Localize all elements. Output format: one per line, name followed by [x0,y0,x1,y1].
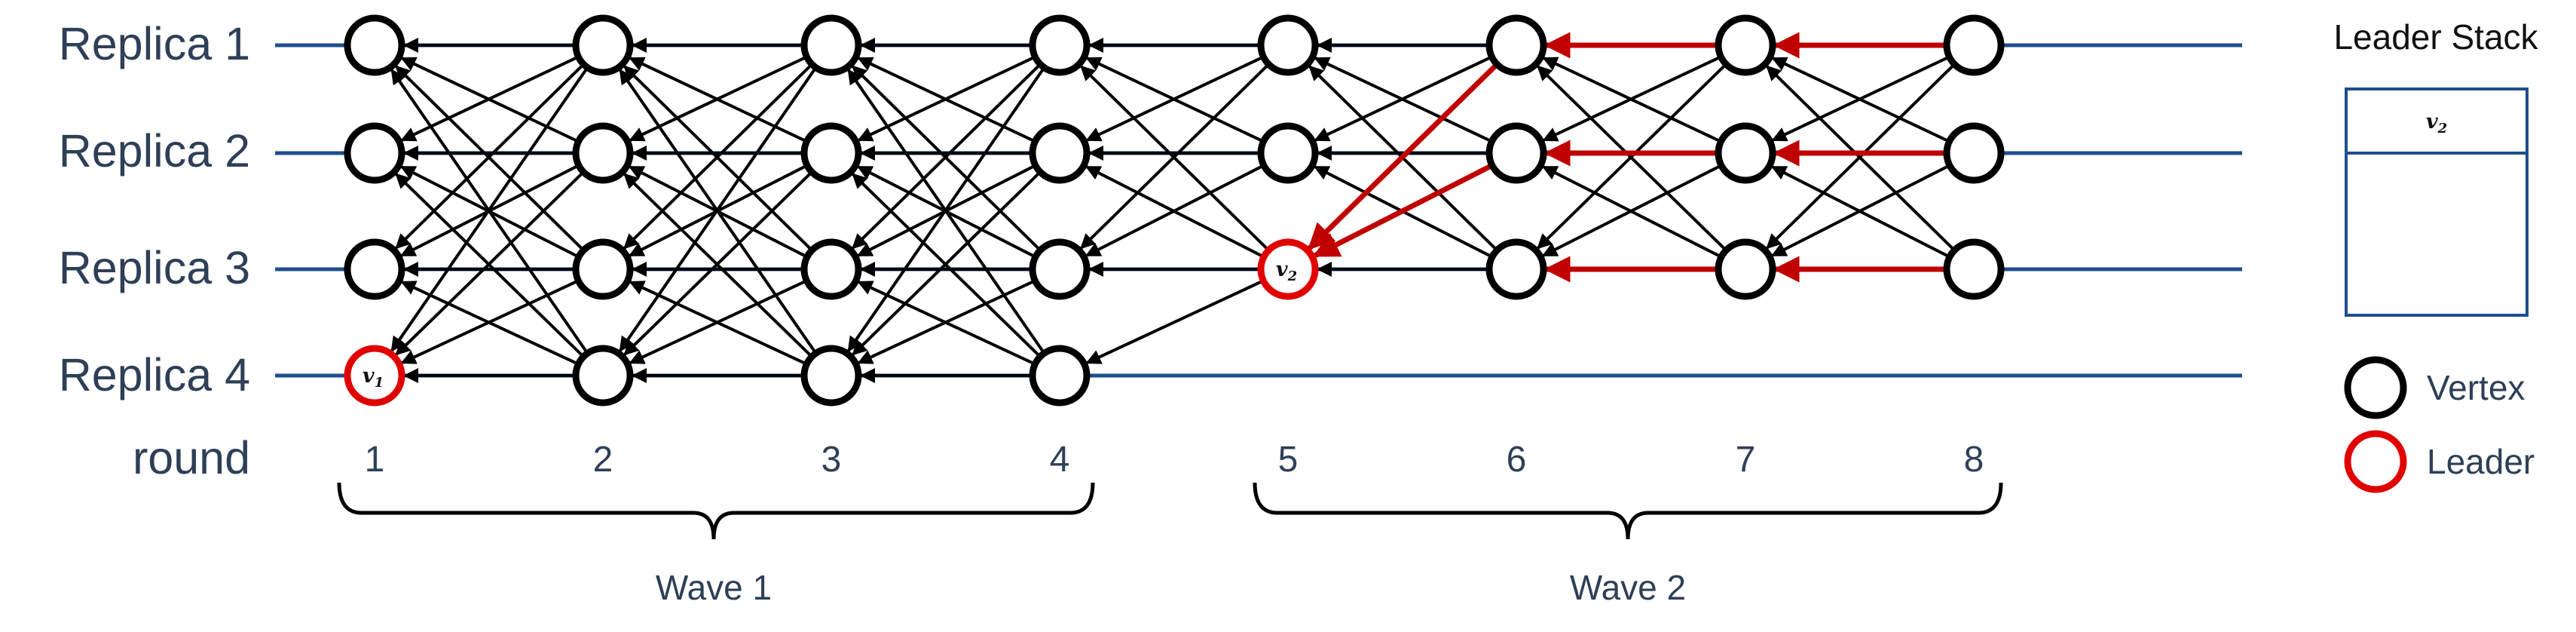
edge [400,57,580,143]
edge [1537,65,1727,252]
replica-label-1: Replica 1 [59,18,250,69]
edge [390,69,589,354]
vertex [1943,238,2005,300]
legend-vertex-swatch [2344,356,2407,419]
edge [1314,57,1493,143]
vertex [1029,14,1091,76]
leader-stack-entry: v2 [2426,110,2447,137]
wave-1-label: Wave 1 [656,568,772,607]
replica-label-3: Replica 3 [59,242,250,293]
leader-path-edges [1308,32,1947,283]
edge [395,170,585,356]
edge [1542,57,1722,143]
edge [623,170,813,356]
edge [852,173,1042,358]
vertex [1715,14,1776,76]
edge [400,281,580,366]
round-number: 2 [593,440,613,480]
vertex [800,345,862,407]
vertices: v1 v2 [344,14,2005,407]
leader-vertex-label: v1 [363,364,384,391]
edge [1085,165,1265,259]
edge [1537,63,1727,250]
leader-vertex [1257,238,1319,300]
round-number: 6 [1507,440,1527,480]
edge [1771,57,1950,143]
vertex [800,238,862,300]
edge [629,57,808,143]
edge [847,69,1046,354]
vertex [1029,345,1091,407]
legend-leader-label: Leader [2427,442,2535,481]
round-number: 8 [1964,440,1984,480]
leader-stack-box [2345,87,2529,317]
edge [852,65,1042,252]
vertex [1485,238,1547,300]
edge [1312,163,1494,259]
edges [390,38,1956,383]
leader-vertex-label: v2 [1276,258,1297,284]
vertex [1029,238,1091,300]
vertex [572,122,634,184]
vertex [1943,122,2005,184]
edge [1308,62,1499,250]
replica-label-4: Replica 4 [59,349,250,400]
legend-leader-swatch [2344,430,2407,493]
edge [395,173,585,358]
wave-2-brace [1253,482,2003,540]
legend-vertex-label: Vertex [2427,368,2525,407]
edge [1770,165,1950,259]
round-axis-label: round [133,432,250,483]
round-number: 5 [1278,440,1299,480]
vertex [800,122,862,184]
edge [1766,65,1956,252]
wave-2-label: Wave 2 [1570,568,1686,607]
vertex [1029,122,1091,184]
round-number: 7 [1736,440,1756,480]
edge [623,173,813,358]
leader-vertex [344,345,405,407]
edge [1085,57,1265,143]
edge [629,281,808,366]
vertex [1257,122,1319,184]
round-number: 3 [821,440,842,480]
vertex [1715,238,1776,300]
edge [1541,165,1722,259]
vertex [1485,122,1547,184]
replica-label-2: Replica 2 [59,125,250,176]
round-number: 1 [365,440,385,480]
vertex [800,14,862,76]
edge [619,69,818,354]
vertex [1715,122,1776,184]
vertex [572,14,634,76]
vertex [344,238,405,300]
vertex [572,345,634,407]
round-number: 4 [1050,440,1070,480]
edge [1080,65,1270,252]
edge [857,281,1036,366]
vertex [1257,14,1319,76]
vertex [572,238,634,300]
edge [1085,279,1265,364]
edge [395,65,585,252]
edge [852,170,1042,356]
vertex [344,14,405,76]
vertex [1943,14,2005,76]
vertex [344,122,405,184]
edge [857,57,1036,143]
edge [623,65,813,252]
wave-1-brace [337,482,1095,540]
vertex [1485,14,1547,76]
leader-stack-title: Leader Stack [2333,17,2538,57]
